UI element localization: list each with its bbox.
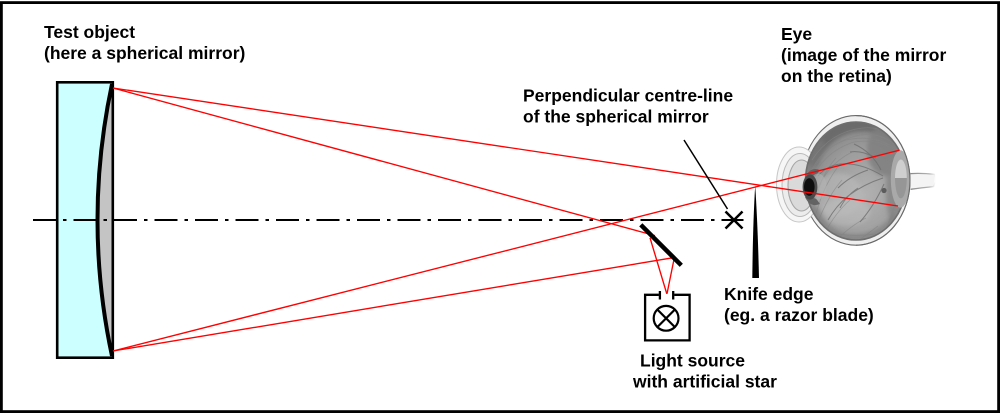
svg-text:Light source: Light source [640,351,745,371]
svg-text:with artificial star: with artificial star [632,372,777,392]
svg-text:on the retina): on the retina) [781,66,892,86]
svg-text:(image of the mirror: (image of the mirror [781,45,946,65]
svg-text:of the spherical mirror: of the spherical mirror [523,107,709,127]
svg-text:(eg. a razor blade): (eg. a razor blade) [724,305,874,325]
svg-text:(here a spherical mirror): (here a spherical mirror) [44,43,245,63]
svg-text:Perpendicular centre-line: Perpendicular centre-line [523,86,733,106]
svg-text:Test object: Test object [44,22,135,42]
svg-text:Knife edge: Knife edge [724,284,814,304]
svg-text:Eye: Eye [781,24,812,44]
